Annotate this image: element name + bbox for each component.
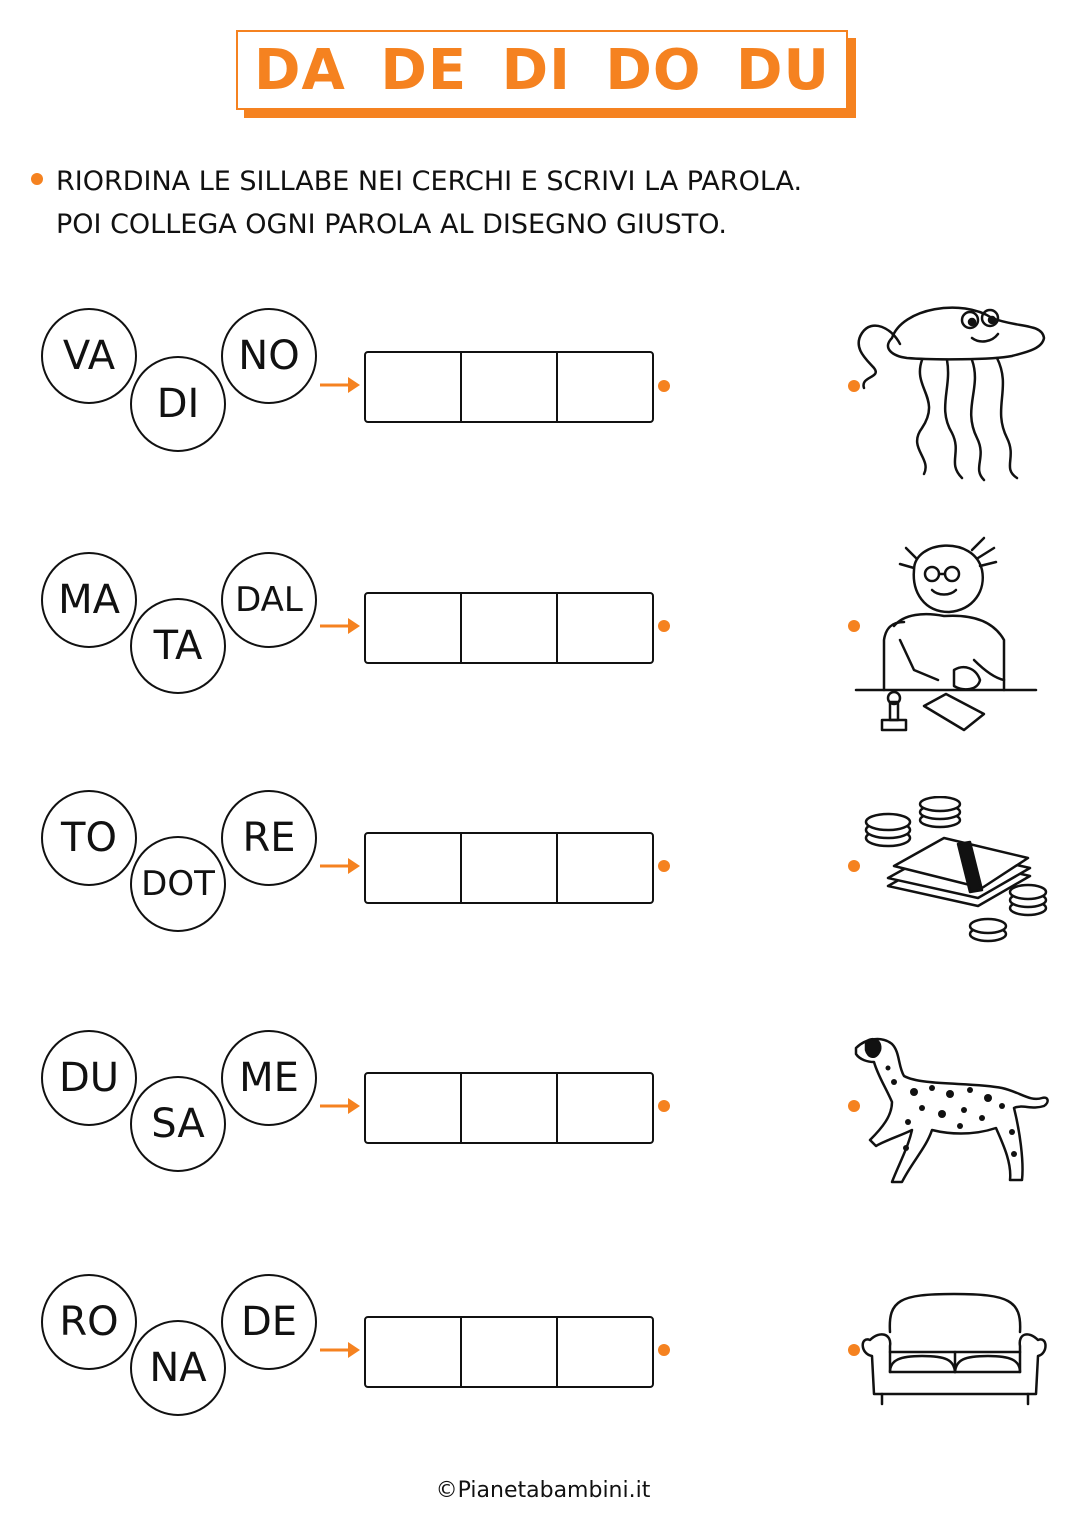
answer-cell[interactable]	[462, 1074, 558, 1142]
syllable-circle: TO	[41, 790, 137, 886]
syllable-circle: RO	[41, 1274, 137, 1370]
syllable-circle: SA	[130, 1076, 226, 1172]
answer-cell[interactable]	[366, 353, 462, 421]
syllable-circle: VA	[41, 308, 137, 404]
money-drawing	[864, 796, 1048, 943]
answer-cell[interactable]	[558, 834, 652, 902]
arrow-right-icon	[320, 377, 360, 393]
syllable-circle: NO	[221, 308, 317, 404]
answer-cell[interactable]	[558, 1074, 652, 1142]
connect-dot-word[interactable]	[658, 860, 670, 872]
answer-cell[interactable]	[462, 594, 558, 662]
syllable-circle: DE	[221, 1274, 317, 1370]
footer-credit: ©Pianetabambini.it	[435, 1478, 651, 1503]
title-box: DA DE DI DO DU	[236, 30, 848, 110]
answer-cell[interactable]	[558, 1318, 652, 1386]
syllable-circle: RE	[221, 790, 317, 886]
answer-cell[interactable]	[366, 1318, 462, 1386]
syllable-circle: ME	[221, 1030, 317, 1126]
connect-dot-word[interactable]	[658, 620, 670, 632]
instruction-line-1: RIORDINA LE SILLABE NEI CERCHI E SCRIVI …	[56, 166, 803, 197]
answer-cell[interactable]	[366, 834, 462, 902]
syllable-circle: DOT	[130, 836, 226, 932]
syllable-circle: DAL	[221, 552, 317, 648]
arrow-right-icon	[320, 1342, 360, 1358]
answer-cell[interactable]	[462, 1318, 558, 1386]
answer-boxes[interactable]	[364, 592, 654, 664]
answer-boxes[interactable]	[364, 1316, 654, 1388]
answer-boxes[interactable]	[364, 832, 654, 904]
connect-dot-word[interactable]	[658, 380, 670, 392]
title-banner: DA DE DI DO DU	[236, 30, 856, 118]
sofa-drawing	[861, 1292, 1047, 1406]
exercise-row-1: VA DI NO	[0, 306, 1086, 482]
connect-dot-picture[interactable]	[848, 1344, 860, 1356]
notary-drawing	[854, 536, 1038, 732]
connect-dot-picture[interactable]	[848, 1100, 860, 1112]
syllable-circle: DU	[41, 1030, 137, 1126]
connect-dot-picture[interactable]	[848, 860, 860, 872]
connect-dot-picture[interactable]	[848, 380, 860, 392]
arrow-right-icon	[320, 858, 360, 874]
answer-cell[interactable]	[462, 353, 558, 421]
answer-cell[interactable]	[558, 594, 652, 662]
answer-cell[interactable]	[462, 834, 558, 902]
jellyfish-drawing	[857, 306, 1046, 482]
syllable-circle: MA	[41, 552, 137, 648]
exercise-row-4: DU SA ME	[0, 1030, 1086, 1190]
syllable-circle: DI	[130, 356, 226, 452]
exercise-row-3: TO DOT RE	[0, 790, 1086, 950]
arrow-right-icon	[320, 1098, 360, 1114]
answer-cell[interactable]	[366, 1074, 462, 1142]
instructions: RIORDINA LE SILLABE NEI CERCHI E SCRIVI …	[56, 160, 802, 246]
connect-dot-word[interactable]	[658, 1100, 670, 1112]
page-title: DA DE DI DO DU	[254, 37, 830, 103]
connect-dot-picture[interactable]	[848, 620, 860, 632]
arrow-right-icon	[320, 618, 360, 634]
exercise-row-2: MA TA DAL	[0, 536, 1086, 732]
answer-boxes[interactable]	[364, 351, 654, 423]
syllable-circle: TA	[130, 598, 226, 694]
answer-boxes[interactable]	[364, 1072, 654, 1144]
instruction-bullet	[31, 173, 43, 185]
answer-cell[interactable]	[366, 594, 462, 662]
syllable-circle: NA	[130, 1320, 226, 1416]
connect-dot-word[interactable]	[658, 1344, 670, 1356]
dalmatian-drawing	[854, 1037, 1049, 1184]
exercise-row-5: RO NA DE	[0, 1274, 1086, 1434]
answer-cell[interactable]	[558, 353, 652, 421]
instruction-line-2: POI COLLEGA OGNI PAROLA AL DISEGNO GIUST…	[56, 209, 727, 240]
